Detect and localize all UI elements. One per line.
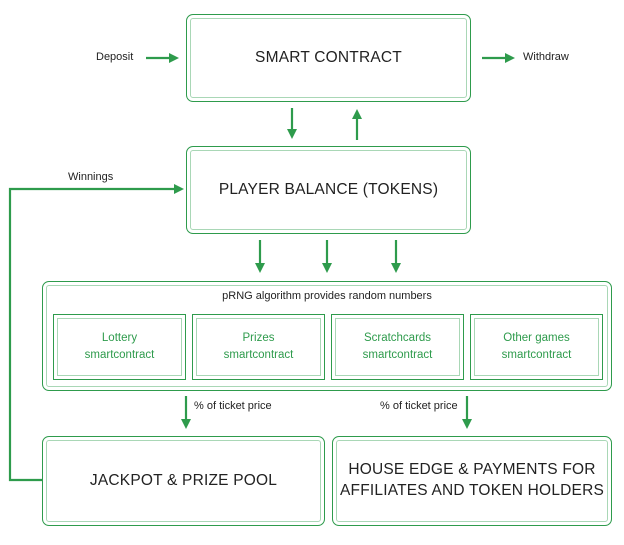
house-edge-line-2: AFFILIATES AND TOKEN HOLDERS <box>340 482 604 499</box>
game-name: Lottery <box>101 331 138 344</box>
player-balance-label: PLAYER BALANCE (TOKENS) <box>218 180 439 198</box>
game-other: Other games smartcontract <box>470 314 603 380</box>
winnings-label: Winnings <box>68 171 114 183</box>
game-type: smartcontract <box>84 349 155 361</box>
ticket-price-right-label: % of ticket price <box>380 400 458 412</box>
deposit-label: Deposit <box>96 51 134 63</box>
jackpot-box: JACKPOT & PRIZE POOL <box>42 436 325 526</box>
player-balance-box: PLAYER BALANCE (TOKENS) <box>186 146 471 234</box>
house-edge-line-1: HOUSE EDGE & PAYMENTS FOR <box>348 461 596 479</box>
smart-contract-box: SMART CONTRACT <box>186 14 471 102</box>
prng-title: pRNG algorithm provides random numbers <box>222 290 432 302</box>
game-type: smartcontract <box>362 349 433 361</box>
game-prizes: Prizes smartcontract <box>192 314 325 380</box>
smart-contract-label: SMART CONTRACT <box>255 48 402 66</box>
ticket-price-left-label: % of ticket price <box>194 400 272 412</box>
withdraw-label: Withdraw <box>523 51 569 63</box>
game-name: Other games <box>503 331 570 344</box>
game-lottery: Lottery smartcontract <box>53 314 186 380</box>
winnings-loop-arrow <box>8 184 184 482</box>
game-type: smartcontract <box>501 349 572 361</box>
prng-container <box>42 281 612 391</box>
game-name: Prizes <box>242 331 275 344</box>
game-type: smartcontract <box>223 349 294 361</box>
jackpot-label: JACKPOT & PRIZE POOL <box>89 471 278 489</box>
game-scratchcards: Scratchcards smartcontract <box>331 314 464 380</box>
house-edge-box: HOUSE EDGE & PAYMENTS FOR AFFILIATES AND… <box>332 436 612 526</box>
game-name: Scratchcards <box>363 331 432 344</box>
